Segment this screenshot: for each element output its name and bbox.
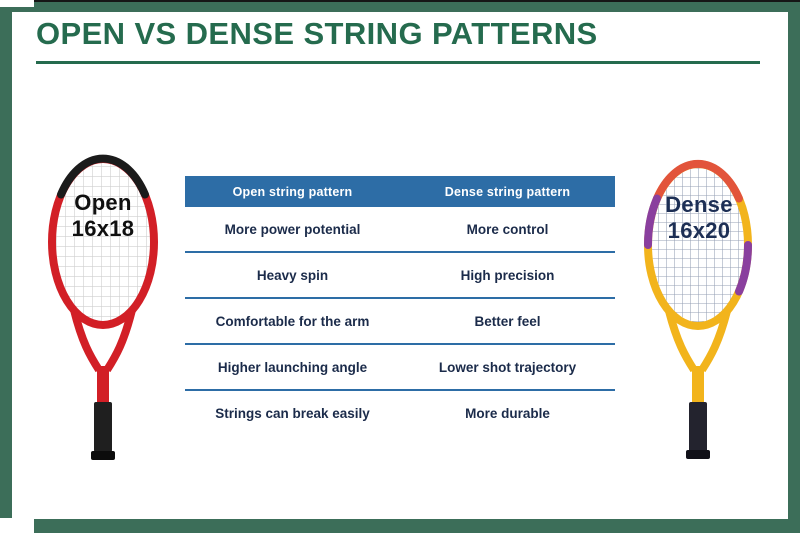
header-dense-pattern: Dense string pattern: [444, 184, 571, 199]
dense-frame-right-accent: [735, 241, 753, 296]
open-throat-right: [103, 309, 136, 373]
page-title: OPEN VS DENSE STRING PATTERNS: [36, 16, 598, 51]
open-racket-svg: [48, 154, 158, 460]
open-label-text: Open: [74, 190, 132, 215]
open-size-text: 16x18: [71, 216, 135, 242]
open-frame-top-accent: [57, 154, 149, 199]
dense-throat-left: [665, 309, 698, 373]
table-row: Comfortable for the arm Better feel: [185, 299, 615, 345]
dense-racket-illustration: [634, 150, 762, 467]
table-header-row: Open string pattern Dense string pattern: [185, 176, 615, 207]
table-row: Heavy spin High precision: [185, 253, 615, 299]
dense-frame-left-accent: [643, 194, 661, 249]
open-butt-cap: [91, 451, 115, 460]
table-cell-open: More power potential: [224, 221, 361, 237]
dense-size-text: 16x20: [667, 218, 731, 244]
table-cell-open: Heavy spin: [256, 267, 329, 283]
dense-strings: [652, 168, 744, 322]
dense-racket-svg: [643, 159, 753, 459]
table-cell-dense: Better feel: [474, 313, 541, 329]
dense-frame-top-accent: [653, 159, 743, 203]
table-row: More power potential More control: [185, 207, 615, 253]
open-racket-label: Open 16x18: [38, 190, 168, 243]
table-row: Strings can break easily More durable: [185, 391, 615, 435]
top-left-white-notch: [0, 0, 34, 7]
table-cell-open: Comfortable for the arm: [215, 313, 370, 329]
open-racket-illustration: [38, 146, 168, 467]
dense-throat-right: [698, 309, 731, 373]
title-underline: [36, 61, 760, 64]
dense-shaft: [692, 366, 704, 404]
table-cell-dense: Lower shot trajectory: [438, 359, 577, 375]
dense-butt-cap: [686, 450, 710, 459]
bottom-left-white-notch: [0, 518, 34, 533]
table-cell-open: Strings can break easily: [215, 405, 370, 421]
open-shaft: [97, 366, 109, 404]
dense-racket-label: Dense 16x20: [634, 192, 764, 245]
header-open-pattern: Open string pattern: [232, 184, 353, 199]
dense-grip: [689, 402, 707, 452]
table-cell-dense: More durable: [465, 405, 550, 421]
table-cell-dense: High precision: [460, 267, 555, 283]
table-row: Higher launching angle Lower shot trajec…: [185, 345, 615, 391]
table-cell-dense: More control: [466, 221, 549, 237]
open-grip: [94, 402, 112, 452]
comparison-table: Open string pattern Dense string pattern…: [185, 176, 615, 435]
open-throat-left: [70, 309, 103, 373]
top-edge-line: [34, 0, 800, 2]
open-strings: [56, 163, 150, 321]
table-cell-open: Higher launching angle: [217, 359, 368, 375]
dense-label-text: Dense: [665, 192, 733, 217]
